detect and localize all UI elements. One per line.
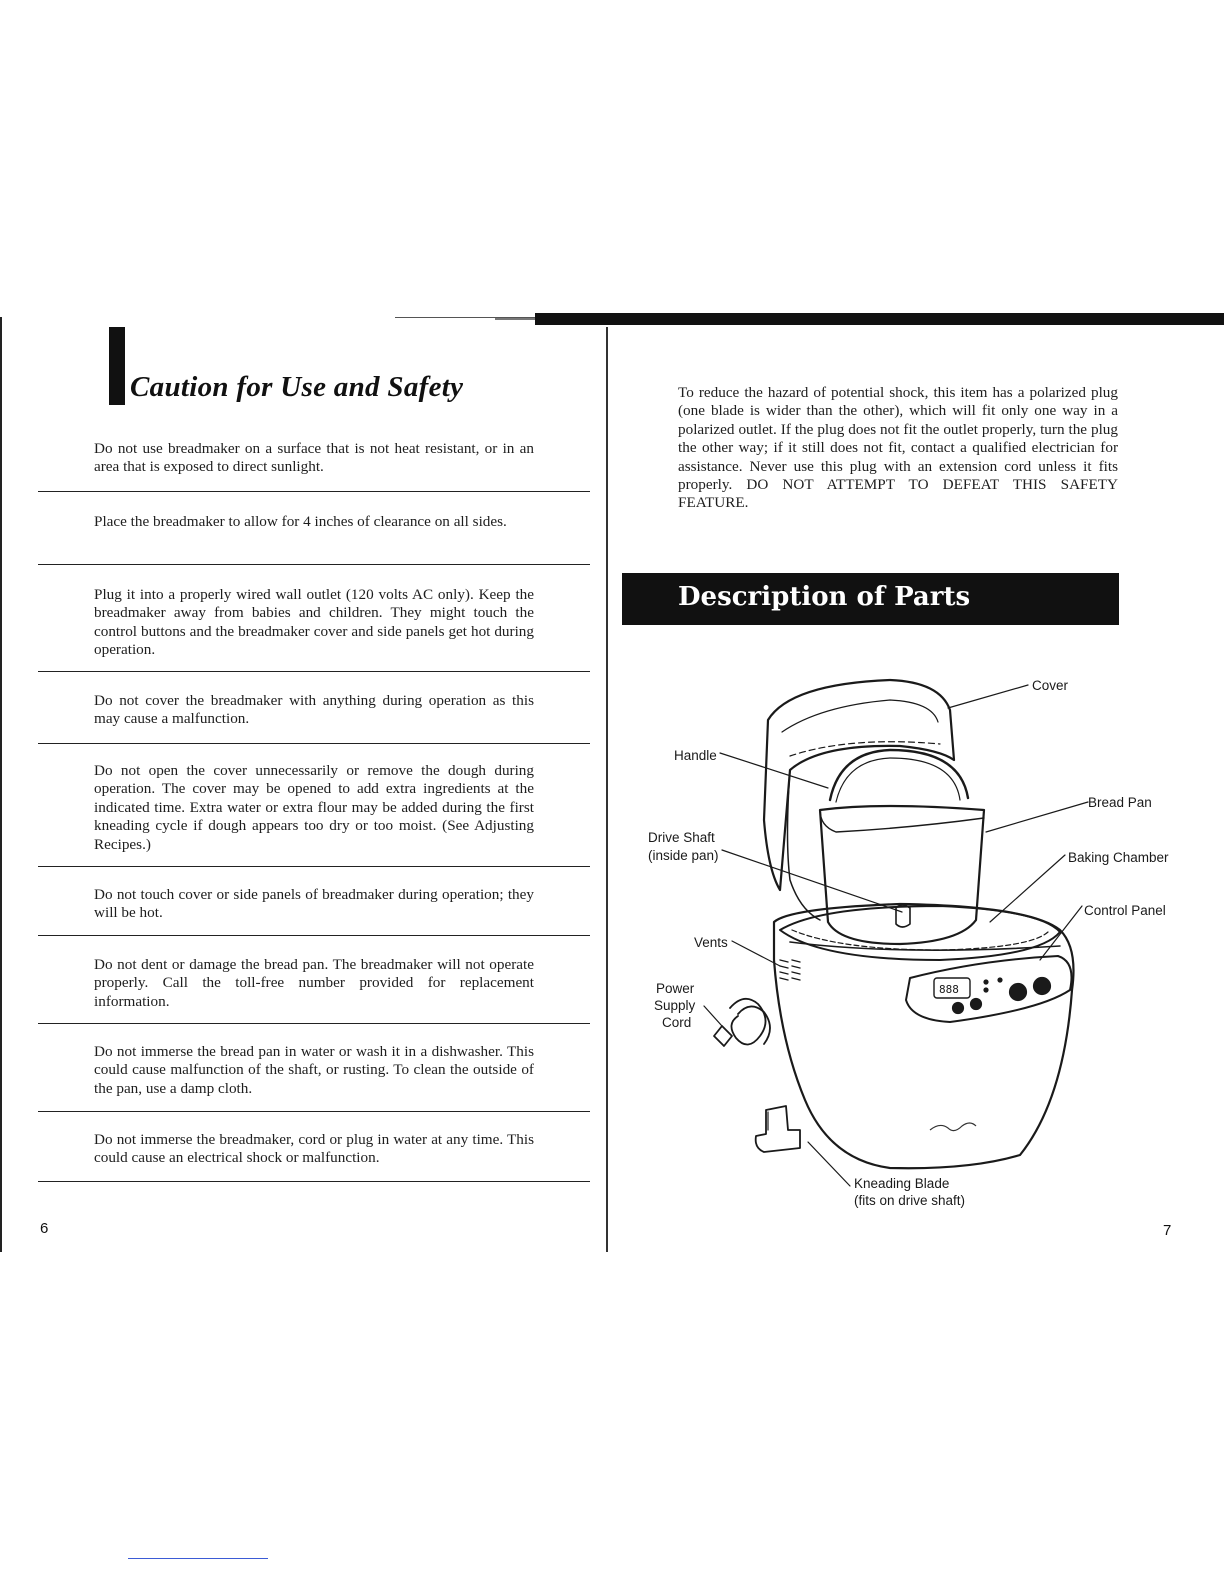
page-number-right: 7: [1163, 1222, 1172, 1239]
caution-item-5: Do not open the cover unnecessarily or r…: [94, 762, 534, 853]
label-control-panel: Control Panel: [1084, 903, 1166, 918]
baking-chamber-rim: [779, 905, 1061, 961]
caution-item-3: Plug it into a properly wired wall outle…: [94, 586, 534, 659]
label-drive-shaft-note: (inside pan): [648, 848, 719, 863]
label-kneading-blade-note: (fits on drive shaft): [854, 1193, 965, 1208]
bottom-link-underline: [128, 1558, 268, 1559]
control-button: [951, 1001, 965, 1015]
stop-button: [1032, 976, 1052, 996]
start-button: [1008, 982, 1028, 1002]
page-title: Caution for Use and Safety: [130, 371, 464, 403]
divider: [38, 1181, 590, 1182]
caution-item-2: Place the breadmaker to allow for 4 inch…: [94, 513, 507, 530]
label-kneading-blade: Kneading Blade: [854, 1176, 949, 1191]
kneading-blade: [754, 1105, 801, 1153]
page-left-edge: [0, 317, 2, 1252]
label-power-line-2: Supply: [654, 998, 696, 1013]
caution-item-8: Do not immerse the bread pan in water or…: [94, 1043, 534, 1097]
drive-shaft: [895, 904, 911, 928]
divider: [38, 1023, 590, 1024]
display-window: [933, 977, 971, 999]
label-bread-pan: Bread Pan: [1088, 795, 1152, 810]
brand-signature-mark: [929, 1122, 977, 1132]
power-supply-cord: [713, 998, 771, 1047]
polarized-plug-warning: To reduce the hazard of potential shock,…: [678, 384, 1118, 512]
breadmaker-parts-diagram: Cover Handle Bread Pan Drive Shaft (insi…: [648, 678, 1169, 1208]
label-handle: Handle: [674, 748, 717, 763]
control-panel: [905, 955, 1073, 1023]
caution-item-6: Do not touch cover or side panels of bre…: [94, 886, 534, 922]
label-drive-shaft: Drive Shaft: [648, 830, 715, 845]
page-spine: [606, 327, 608, 1252]
divider: [38, 935, 590, 936]
label-power-line-1: Power: [656, 981, 695, 996]
top-rule-left: [395, 317, 535, 318]
label-baking-chamber: Baking Chamber: [1068, 850, 1169, 865]
pan-handle: [828, 748, 970, 802]
breadmaker-body: [772, 902, 1075, 1170]
display-readout: 888: [939, 983, 959, 996]
control-button: [969, 997, 983, 1011]
page-number-left: 6: [40, 1220, 49, 1237]
label-vents: Vents: [694, 935, 728, 950]
caution-item-1: Do not use breadmaker on a surface that …: [94, 440, 534, 476]
caution-item-4: Do not cover the breadmaker with anythin…: [94, 692, 534, 728]
divider: [38, 866, 590, 867]
divider: [38, 671, 590, 672]
title-initial-bar: [109, 327, 125, 405]
top-rule-right: [495, 313, 1224, 325]
divider: [38, 1111, 590, 1112]
divider: [38, 491, 590, 492]
cover: [762, 678, 956, 892]
bread-pan: [818, 804, 986, 946]
caution-item-7: Do not dent or damage the bread pan. The…: [94, 956, 534, 1010]
section-title: Description of Parts: [678, 582, 971, 612]
vents: [779, 959, 801, 981]
divider: [38, 564, 590, 565]
label-cover: Cover: [1032, 678, 1069, 693]
label-power-line-3: Cord: [662, 1015, 691, 1030]
label-leader-lines: [703, 684, 1089, 1187]
divider: [38, 743, 590, 744]
caution-item-9: Do not immerse the breadmaker, cord or p…: [94, 1131, 534, 1167]
section-banner: Description of Parts: [622, 573, 1119, 625]
